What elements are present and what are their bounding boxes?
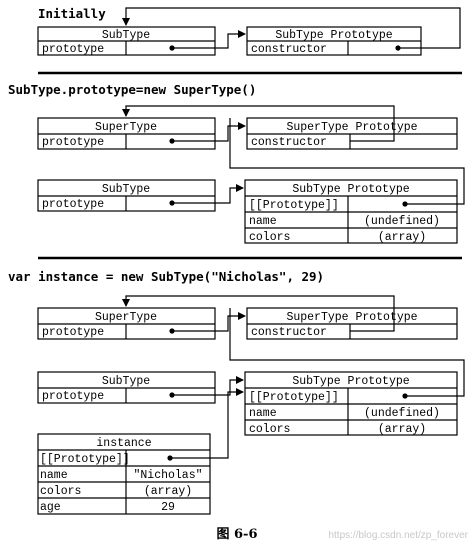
section2-proto-row-key: [[Prototype]]: [249, 199, 339, 212]
arrow-constructor-to-supertype: [122, 105, 395, 142]
section1-subtype-box: SubType prototype: [37, 26, 216, 56]
section2-subtype-box: SubType prototype: [37, 179, 216, 212]
section3-heading: var instance = new SubType("Nicholas", 2…: [8, 269, 324, 284]
section3-subtype-title: SubType: [102, 375, 150, 388]
section3-subtype-proto-box: SubType Prototype [[Prototype]] name (un…: [244, 371, 458, 436]
section1-subtype-proto-box: SubType Prototype constructor: [246, 26, 422, 56]
section2-proto-row-val: (array): [378, 231, 426, 244]
arrow-proto-to-supertype-proto: [229, 118, 465, 205]
section2-proto-row-val: (undefined): [364, 215, 440, 228]
instance-row-key: age: [40, 501, 61, 514]
section2-subtype-proto-title: SubType Prototype: [292, 183, 409, 196]
section3-supertype-proto-prop: constructor: [251, 326, 327, 339]
arrow-constructor-to-subtype: [122, 7, 461, 49]
instance-title: instance: [96, 437, 151, 450]
instance-row-key: colors: [40, 485, 81, 498]
section3-proto-row-key: name: [249, 407, 277, 420]
section3-subtype-proto-title: SubType Prototype: [292, 375, 409, 388]
section-initially: Initially SubType prototype SubType Prot…: [37, 6, 461, 56]
section3-supertype-proto-title: SuperType Prototype: [286, 311, 417, 324]
section2-proto-row-key: name: [249, 215, 277, 228]
section2-supertype-proto-prop: constructor: [251, 136, 327, 149]
section2-subtype-proto-box: SubType Prototype [[Prototype]] name (un…: [244, 179, 458, 244]
instance-row-key: [[Prototype]]: [40, 453, 130, 466]
section2-proto-row-key: colors: [249, 231, 290, 244]
instance-row-val: "Nicholas": [133, 469, 202, 482]
section3-supertype-proto-box: SuperType Prototype constructor: [246, 307, 458, 340]
instance-row-val: (array): [144, 485, 192, 498]
section1-subtype-proto-prop: constructor: [251, 43, 327, 56]
section2-heading: SubType.prototype=new SuperType(): [8, 82, 256, 97]
section2-supertype-title: SuperType: [95, 121, 157, 134]
section2-subtype-title: SubType: [102, 183, 150, 196]
watermark-text: https://blog.csdn.net/zp_forever: [328, 530, 468, 541]
section3-supertype-prop: prototype: [42, 326, 104, 339]
arrow-constructor-to-supertype: [122, 295, 395, 332]
section2-supertype-box: SuperType prototype: [37, 117, 216, 150]
instance-row-key: name: [40, 469, 68, 482]
arrow-subtype-prototype: [172, 376, 244, 396]
arrow-instance-to-subtype-proto: [170, 388, 244, 459]
figure-caption: 图 6-6: [216, 527, 257, 542]
section2-subtype-prop: prototype: [42, 198, 104, 211]
section1-subtype-prop: prototype: [42, 43, 104, 56]
arrow-subtype-prototype: [172, 184, 244, 204]
section3-instance-box: instance [[Prototype]] name "Nicholas" c…: [37, 433, 211, 515]
section1-subtype-title: SubType: [102, 29, 150, 42]
section-var-instance: var instance = new SubType("Nicholas", 2…: [8, 269, 465, 515]
section3-supertype-box: SuperType prototype: [37, 307, 216, 340]
section3-proto-row-key: [[Prototype]]: [249, 391, 339, 404]
section3-proto-row-val: (undefined): [364, 407, 440, 420]
section3-proto-row-val: (array): [378, 423, 426, 436]
section3-proto-row-key: colors: [249, 423, 290, 436]
section3-subtype-box: SubType prototype: [37, 371, 216, 404]
section3-supertype-title: SuperType: [95, 311, 157, 324]
section1-subtype-proto-title: SubType Prototype: [275, 29, 392, 42]
arrow-proto-to-supertype-proto: [229, 308, 465, 397]
arrow-supertype-prototype: [172, 122, 246, 142]
section3-subtype-prop: prototype: [42, 390, 104, 403]
instance-row-val: 29: [161, 501, 175, 514]
section2-supertype-prop: prototype: [42, 136, 104, 149]
arrow-supertype-prototype: [172, 312, 246, 332]
section2-supertype-proto-title: SuperType Prototype: [286, 121, 417, 134]
section1-heading: Initially: [38, 6, 106, 21]
section2-supertype-proto-box: SuperType Prototype constructor: [246, 117, 458, 150]
arrow-prototype-to-proto: [172, 30, 246, 49]
section-subtype-prototype-assign: SubType.prototype=new SuperType() SuperT…: [8, 82, 465, 244]
